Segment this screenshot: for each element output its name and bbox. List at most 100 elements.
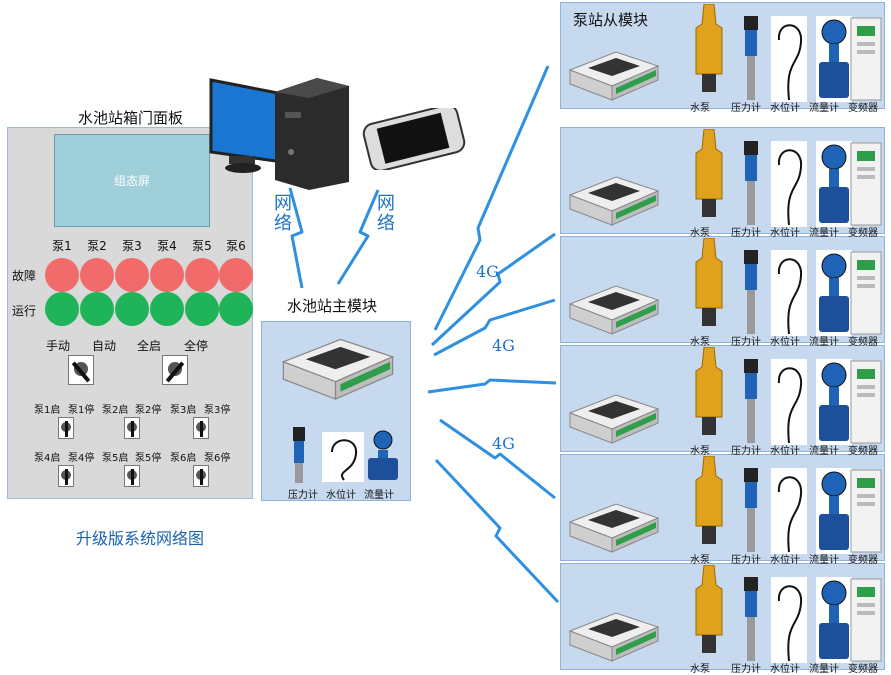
slave-device-icon-wrap	[816, 359, 852, 449]
pump1-switch-knob[interactable]	[58, 417, 74, 439]
slave-device-icon-wrap	[738, 468, 764, 560]
controller-module-icon	[566, 498, 662, 560]
slave-device-icon-wrap	[771, 577, 807, 667]
level-sensor-icon	[771, 359, 807, 445]
switch-label: 泵2启	[102, 405, 129, 416]
cellular-label: 4G	[476, 262, 499, 281]
slave-device-label: 压力计	[731, 337, 761, 348]
slave-device-icon-wrap	[849, 468, 883, 558]
switch-label: 泵1启	[34, 405, 61, 416]
slave-device-label: 水位计	[770, 228, 800, 239]
slave-device-icon-wrap	[771, 468, 807, 558]
main-module-title: 水池站主模块	[287, 297, 378, 315]
switch-label: 泵5启	[102, 453, 129, 464]
link-pc-to-main	[288, 187, 304, 289]
flowmeter-icon	[816, 250, 852, 336]
slave-device-label: 水泵	[690, 228, 710, 239]
pressure-gauge-icon	[744, 359, 758, 443]
slave-device-icon-wrap	[816, 468, 852, 558]
slave-device-label: 压力计	[731, 228, 761, 239]
level-sensor-icon	[322, 432, 364, 482]
controller-module-icon	[566, 389, 662, 451]
slave-device-label: 水泵	[690, 103, 710, 114]
link-main-to-slave-5	[439, 418, 556, 500]
run-lamp	[185, 292, 219, 326]
switch-label: 泵6停	[204, 453, 231, 464]
slave-device-label: 流量计	[809, 337, 839, 348]
link-main-to-slave-3	[433, 298, 556, 357]
pressure-gauge-icon	[744, 141, 758, 225]
flowmeter-icon	[816, 16, 852, 102]
pump-label: 泵5	[192, 239, 212, 253]
slave-device-icon-wrap	[849, 16, 883, 106]
level-sensor-icon	[771, 141, 807, 227]
start-stop-selector-knob[interactable]	[162, 355, 188, 385]
slave-device-label: 水位计	[770, 337, 800, 348]
level-sensor-icon	[771, 16, 807, 102]
slave-device-icon-wrap	[849, 359, 883, 449]
slave-device-icon-wrap	[692, 346, 726, 443]
cellular-label: 4G	[492, 336, 515, 355]
switch-label: 泵2停	[135, 405, 162, 416]
slave-device-label: 流量计	[809, 228, 839, 239]
pump2-switch-knob[interactable]	[124, 417, 140, 439]
pump6-switch-knob[interactable]	[193, 465, 209, 487]
pump-label: 泵3	[122, 239, 142, 253]
hmi-screen-label: 组态屏	[113, 174, 150, 188]
slave-device-icon-wrap	[771, 359, 807, 449]
cellular-label: 4G	[492, 434, 515, 453]
pump3-switch-knob[interactable]	[193, 417, 209, 439]
run-lamp	[45, 292, 79, 326]
fault-lamp	[80, 258, 114, 292]
slave-device-label: 变频器	[848, 103, 878, 114]
main-device-label-level: 水位计	[326, 490, 356, 501]
slave-device-label: 压力计	[731, 446, 761, 457]
controller-module-icon	[566, 171, 662, 233]
link-main-to-slave-1	[433, 65, 550, 331]
slave-device-icon-wrap	[816, 577, 852, 667]
run-lamp	[80, 292, 114, 326]
pump-label: 泵2	[87, 239, 107, 253]
slave-device-icon-wrap	[692, 3, 726, 100]
slave-device-icon-wrap	[738, 16, 764, 108]
hmi-screen: 组态屏	[54, 134, 210, 227]
pump4-switch-knob[interactable]	[58, 465, 74, 487]
flowmeter-icon	[368, 430, 398, 480]
flowmeter-icon	[816, 141, 852, 227]
link-main-to-slave-4	[427, 378, 557, 394]
inverter-icon	[850, 360, 882, 444]
slave-device-label: 流量计	[809, 664, 839, 675]
slave-device-label: 流量计	[809, 103, 839, 114]
water-pump-icon	[695, 455, 723, 544]
inverter-icon	[850, 578, 882, 662]
slave-device-icon-wrap	[738, 359, 764, 451]
slave-device-icon-wrap	[849, 577, 883, 667]
slave-device-icon-wrap	[849, 141, 883, 231]
slave-device-icon-wrap	[771, 16, 807, 106]
mode-selector-knob[interactable]	[68, 355, 94, 385]
slave-device-icon-wrap	[692, 564, 726, 661]
controller-module-icon	[566, 607, 662, 669]
pump5-switch-knob[interactable]	[124, 465, 140, 487]
main-device-label-flow: 流量计	[364, 490, 394, 501]
water-pump-icon	[695, 346, 723, 435]
network-link-label-phone: 网络	[374, 193, 395, 233]
run-lamp	[219, 292, 253, 326]
fault-label: 故障	[12, 269, 37, 283]
controller-module-icon	[566, 280, 662, 342]
inverter-icon	[850, 17, 882, 101]
flowmeter-icon	[816, 468, 852, 554]
slave-device-label: 变频器	[848, 555, 878, 566]
switch-label: 泵3停	[204, 405, 231, 416]
slave-device-icon-wrap	[816, 141, 852, 231]
slave-device-icon-wrap	[738, 577, 764, 669]
slave-device-label: 水泵	[690, 664, 710, 675]
slave-device-label: 水位计	[770, 103, 800, 114]
slave-device-icon-wrap	[816, 16, 852, 106]
slave-device-label: 变频器	[848, 664, 878, 675]
level-sensor-icon	[771, 468, 807, 554]
run-label: 运行	[12, 304, 37, 318]
fault-lamp	[219, 258, 253, 292]
slave-device-label: 水泵	[690, 555, 710, 566]
